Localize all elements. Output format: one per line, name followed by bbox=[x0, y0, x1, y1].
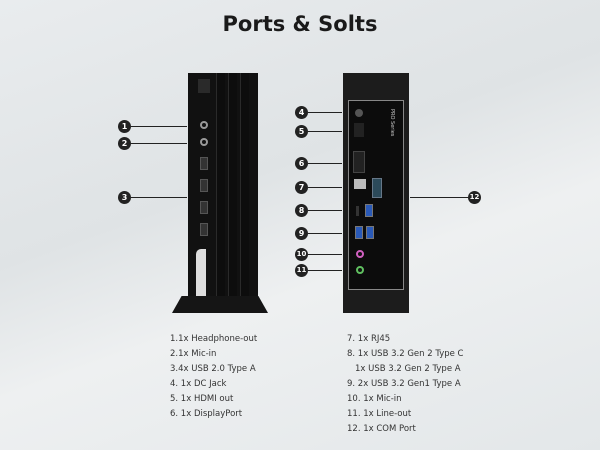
callout-1: 1 bbox=[118, 120, 131, 133]
usb3-port bbox=[355, 226, 363, 239]
pc-back-view: PRO Series bbox=[343, 73, 409, 313]
displayport bbox=[353, 151, 365, 173]
pc-stand bbox=[172, 296, 268, 313]
callout-11: 11 bbox=[295, 264, 308, 277]
spec-item: 11. 1x Line-out bbox=[347, 409, 412, 419]
spec-item: 1x USB 3.2 Gen 2 Type A bbox=[355, 364, 461, 374]
usb-port bbox=[200, 157, 208, 170]
dc-jack bbox=[355, 109, 363, 117]
spec-item: 2.1x Mic-in bbox=[170, 349, 217, 359]
callout-2: 2 bbox=[118, 137, 131, 150]
pc-front-view bbox=[188, 73, 258, 313]
io-panel: PRO Series bbox=[348, 100, 404, 290]
callout-10: 10 bbox=[295, 248, 308, 261]
power-button bbox=[198, 79, 210, 93]
spec-item: 12. 1x COM Port bbox=[347, 424, 416, 434]
callout-3: 3 bbox=[118, 191, 131, 204]
spec-item: 3.4x USB 2.0 Type A bbox=[170, 364, 256, 374]
callout-9: 9 bbox=[295, 227, 308, 240]
logo-panel bbox=[196, 249, 206, 304]
pro-series-logo: PRO Series bbox=[389, 109, 395, 137]
page-title: Ports & Solts bbox=[222, 12, 378, 36]
line-out-jack bbox=[356, 266, 364, 274]
spec-item: 8. 1x USB 3.2 Gen 2 Type C bbox=[347, 349, 464, 359]
hdmi-port bbox=[354, 123, 364, 137]
spec-item: 1.1x Headphone-out bbox=[170, 334, 258, 344]
callout-4: 4 bbox=[295, 106, 308, 119]
callout-7: 7 bbox=[295, 181, 308, 194]
headphone-jack bbox=[200, 121, 208, 129]
spec-item: 7. 1x RJ45 bbox=[347, 334, 391, 344]
spec-item: 4. 1x DC Jack bbox=[170, 379, 227, 389]
usb3-port bbox=[365, 204, 373, 217]
usb3-port bbox=[366, 226, 374, 239]
spec-item: 5. 1x HDMI out bbox=[170, 394, 234, 404]
spec-item: 6. 1x DisplayPort bbox=[170, 409, 243, 419]
rj45-port bbox=[354, 179, 366, 189]
usb-port bbox=[200, 179, 208, 192]
usb-port bbox=[200, 223, 208, 236]
usb-c-port bbox=[356, 206, 359, 216]
callout-6: 6 bbox=[295, 157, 308, 170]
usb-port bbox=[200, 201, 208, 214]
spec-item: 9. 2x USB 3.2 Gen1 Type A bbox=[347, 379, 461, 389]
callout-12: 12 bbox=[468, 191, 481, 204]
callout-5: 5 bbox=[295, 125, 308, 138]
mic-jack bbox=[200, 138, 208, 146]
spec-item: 10. 1x Mic-in bbox=[347, 394, 402, 404]
callout-8: 8 bbox=[295, 204, 308, 217]
com-port bbox=[372, 178, 382, 198]
mic-in-jack bbox=[356, 250, 364, 258]
